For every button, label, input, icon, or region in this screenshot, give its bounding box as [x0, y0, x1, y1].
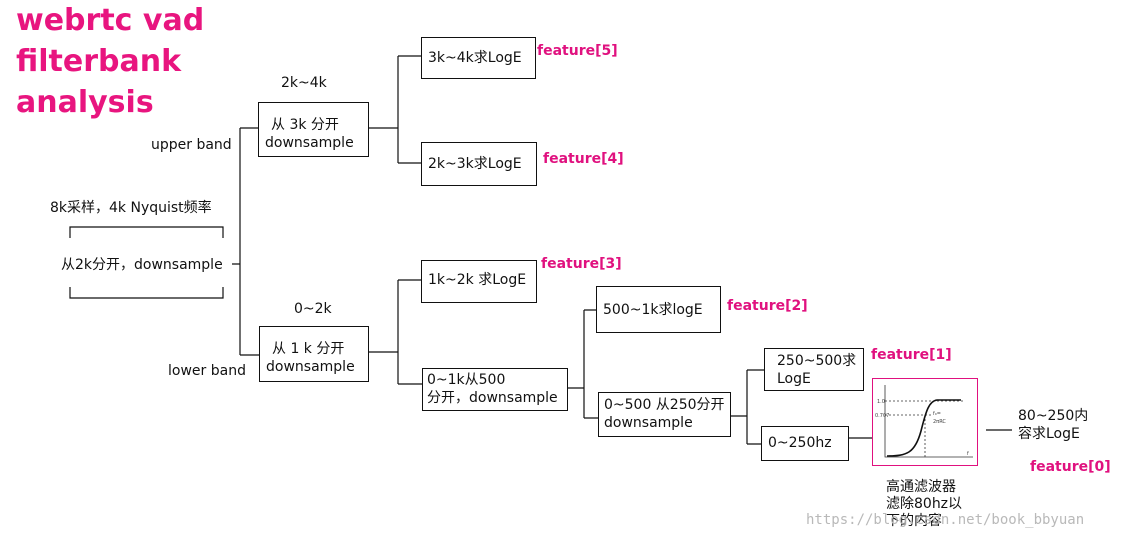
title-line-2: filterbank [16, 44, 182, 79]
root-node-label: 从2k分开，downsample [61, 257, 223, 273]
node-1k-2k: 1k~2k 求LogE [421, 260, 537, 303]
feature-4-label: feature[4] [543, 151, 624, 167]
node-2k-3k: 2k~3k求LogE [421, 142, 537, 186]
diagram-title: webrtc vad filterbank analysis [16, 0, 204, 123]
highpass-filter-plot: 1.0 0.707 f₀= 2πRC f [872, 378, 978, 466]
feature-5-label: feature[5] [537, 43, 618, 59]
highpass-response-curve: 1.0 0.707 f₀= 2πRC f [875, 385, 973, 458]
upper-split-node: 从 3k 分开 downsample [258, 102, 369, 157]
node-80-250-line-1: 80~250内 [1018, 408, 1089, 424]
upper-split-line-2: downsample [265, 135, 354, 151]
upper-band-label: upper band [151, 137, 232, 153]
title-line-1: webrtc vad [16, 3, 205, 38]
feature-2-label: feature[2] [727, 298, 808, 314]
lower-split-line-1: 从 1 k 分开 [272, 341, 345, 357]
node-0-500-line-1: 0~500 从250分开 [604, 397, 725, 413]
feature-0-label: feature[0] [1030, 459, 1111, 475]
lower-split-line-2: downsample [266, 359, 355, 375]
highpass-caption-line-1: 高通滤波器 [886, 479, 956, 495]
node-0-500: 0~500 从250分开 downsample [598, 392, 731, 437]
upper-range-label: 2k~4k [281, 75, 327, 91]
watermark: https://blog.csdn.net/book_bbyuan [806, 512, 1085, 528]
feature-3-label: feature[3] [541, 256, 622, 272]
node-0-1k-line-1: 0~1k从500 [427, 372, 506, 388]
svg-text:0.707: 0.707 [875, 413, 889, 419]
highpass-caption-line-2: 滤除80hz以 [886, 496, 963, 512]
node-80-250: 80~250内 容求LogE [1018, 407, 1088, 443]
title-line-3: analysis [16, 85, 154, 120]
node-250-500-line-1: 250~500求 [777, 353, 857, 369]
svg-text:f: f [967, 451, 969, 457]
lower-band-label: lower band [168, 363, 246, 379]
svg-text:2πRC: 2πRC [933, 419, 946, 425]
node-250-500: 250~500求 LogE [764, 348, 864, 391]
node-0-1k-line-2: 分开，downsample [427, 390, 558, 406]
node-500-1k: 500~1k求logE [596, 286, 721, 333]
highpass-caption-line-3: 下的内容 [886, 513, 942, 529]
node-0-1k: 0~1k从500 分开，downsample [422, 368, 568, 411]
lower-split-node: 从 1 k 分开 downsample [259, 326, 369, 382]
upper-split-line-1: 从 3k 分开 [271, 117, 339, 133]
root-caption: 8k采样，4k Nyquist频率 [50, 200, 212, 216]
svg-text:1.0: 1.0 [877, 399, 885, 405]
svg-text:f₀=: f₀= [933, 411, 941, 417]
node-250-500-line-2: LogE [777, 371, 811, 387]
node-80-250-line-2: 容求LogE [1018, 426, 1080, 442]
node-0-250: 0~250hz [761, 426, 849, 461]
feature-1-label: feature[1] [871, 347, 952, 363]
node-0-500-line-2: downsample [604, 415, 693, 431]
lower-range-label: 0~2k [294, 301, 332, 317]
node-3k-4k: 3k~4k求LogE [421, 37, 536, 79]
highpass-caption: 高通滤波器 滤除80hz以 下的内容 [886, 479, 962, 530]
